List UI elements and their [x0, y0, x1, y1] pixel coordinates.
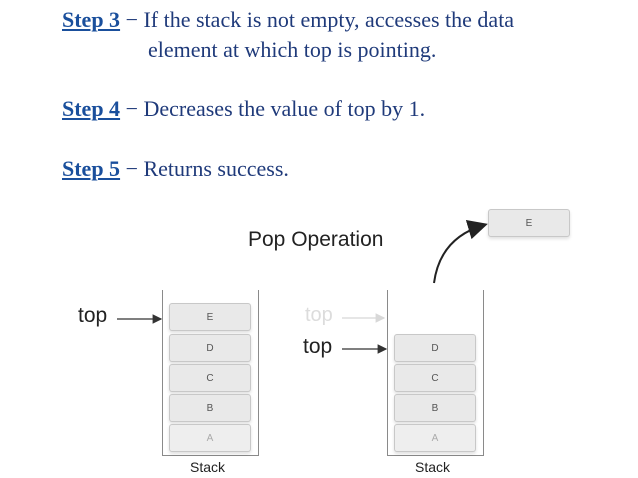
popped-cell-e: E — [488, 209, 570, 237]
step-3-continuation: element at which top is pointing. — [148, 37, 437, 62]
step-3-text: − If the stack is not empty, accesses th… — [120, 7, 515, 32]
right-ghost-top-label: top — [305, 304, 333, 326]
right-stack-right-wall — [483, 290, 484, 455]
pop-curve-arrow — [433, 219, 488, 284]
left-stack-label: Stack — [190, 459, 226, 475]
right-top-label: top — [303, 335, 333, 358]
left-stack-cell-b: B — [169, 394, 251, 422]
step-3-label[interactable]: Step 3 — [62, 7, 121, 32]
left-stack-cell-e: E — [169, 303, 251, 331]
left-stack-cell-a: A — [169, 424, 251, 452]
left-stack-right-wall — [258, 290, 259, 455]
step-5: Step 5 − Returns success. — [62, 155, 289, 183]
step-4-label[interactable]: Step 4 — [62, 96, 121, 121]
right-stack-left-wall — [387, 290, 388, 455]
step-3: Step 3 − If the stack is not empty, acce… — [62, 6, 514, 34]
left-stack-cell-d: D — [169, 334, 251, 362]
diagram-title: Pop Operation — [248, 228, 384, 251]
right-stack-label: Stack — [415, 459, 451, 475]
right-stack-cell-c: C — [394, 364, 476, 392]
right-stack-base — [387, 455, 484, 456]
step-5-label[interactable]: Step 5 — [62, 156, 121, 181]
left-stack-cell-c: C — [169, 364, 251, 392]
right-stack-cell-b: B — [394, 394, 476, 422]
left-top-label: top — [78, 304, 108, 327]
step-4: Step 4 − Decreases the value of top by 1… — [62, 95, 425, 123]
left-stack-left-wall — [162, 290, 163, 455]
left-stack-base — [162, 455, 259, 456]
step-4-text: − Decreases the value of top by 1. — [120, 96, 426, 121]
step-5-text: − Returns success. — [120, 156, 289, 181]
right-stack-cell-a: A — [394, 424, 476, 452]
right-stack-cell-d: D — [394, 334, 476, 362]
